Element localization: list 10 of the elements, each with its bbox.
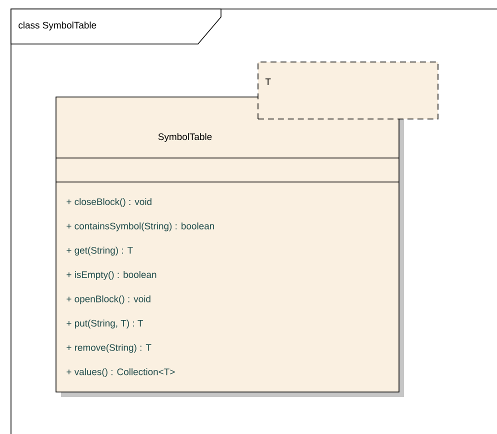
operation-text: + closeBlock() : void [66, 198, 152, 207]
frame-name-tab: class SymbolTable [10, 8, 222, 44]
operation-text: + openBlock() : void [66, 295, 150, 304]
operation-text: + values() : Collection<T> [66, 368, 175, 378]
operation-text: + containsSymbol(String) : boolean [66, 222, 214, 232]
template-parameter-box: T [258, 62, 438, 120]
operation-text: + isEmpty() : boolean [66, 271, 156, 280]
operation-text: + get(String) : T [66, 246, 133, 256]
operation-text: + put(String, T) : T [66, 320, 144, 328]
operation-text: + remove(String) : T [66, 344, 152, 353]
